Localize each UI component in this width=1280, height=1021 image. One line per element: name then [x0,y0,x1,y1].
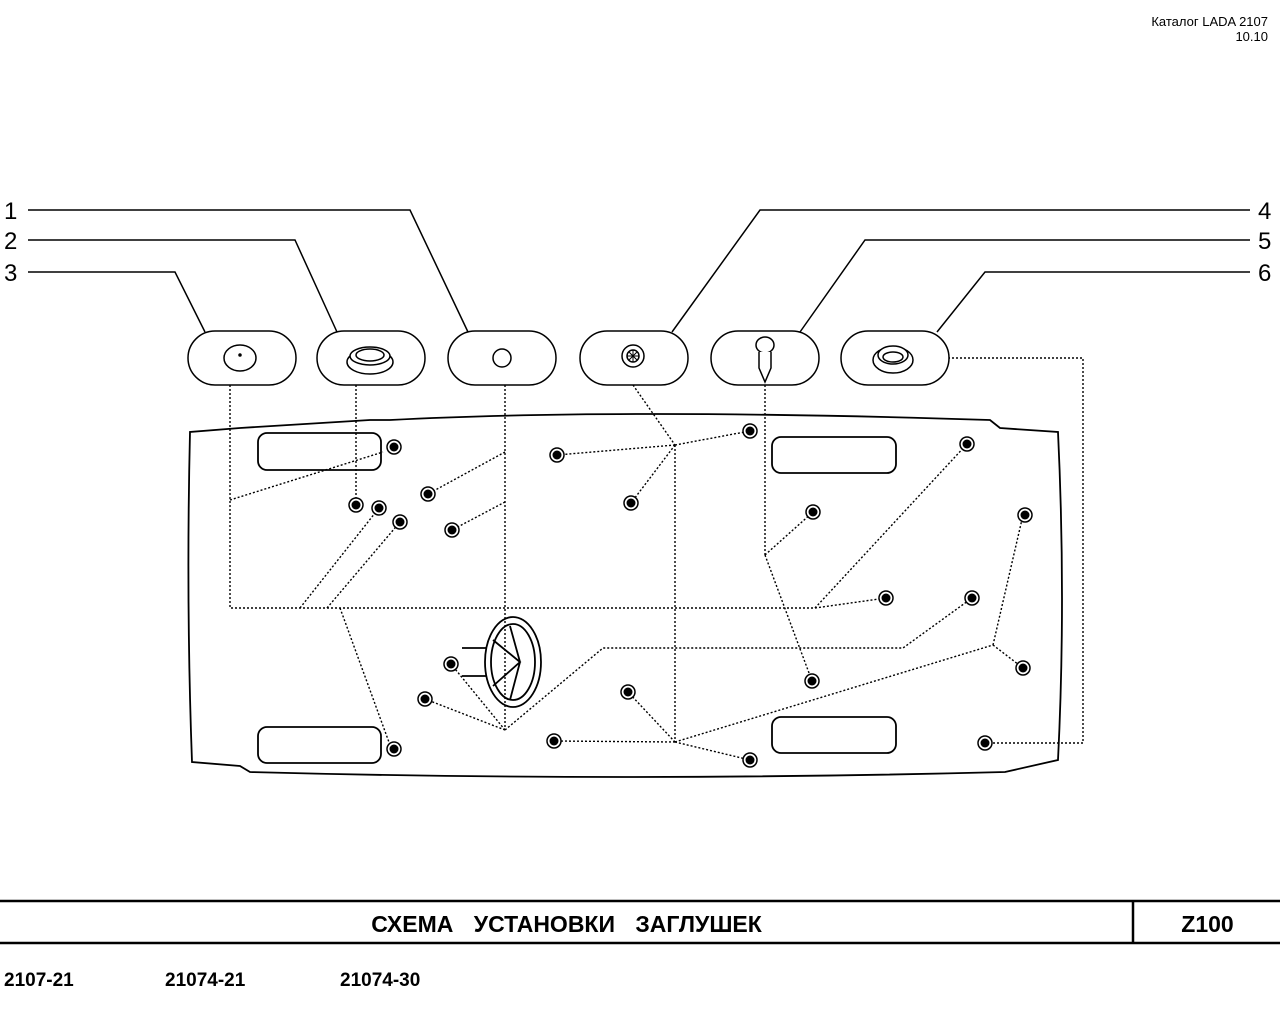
plug-leader-lines [229,357,1084,761]
car-body-outline [187,413,1063,778]
part-1-small-plug-icon [447,330,557,386]
leader-3 [28,271,206,333]
plug-hole-marker-core [626,498,636,508]
part-6-cup-grommet-icon [840,330,950,386]
leader-2 [28,239,338,333]
title-block-frame [0,899,1280,945]
plug-hole-marker-core [351,500,361,510]
plug-hole-marker-core [374,503,384,513]
wheel-arch-rear-left [771,436,897,474]
plug-hole-marker-core [807,676,817,686]
leader-1 [28,209,469,333]
callout-6: 6 [1258,260,1271,287]
part-bubbles [187,330,950,386]
leader-4 [671,209,1250,333]
leader-5 [799,239,1250,333]
diagram-code: Z100 [1181,911,1234,937]
callout-2: 2 [4,228,17,255]
plug-hole-marker-core [447,525,457,535]
callout-5: 5 [1258,228,1271,255]
plug-hole-marker-core [549,736,559,746]
plug-hole-marker-core [1018,663,1028,673]
callout-4: 4 [1258,198,1271,225]
callout-3: 3 [4,260,17,287]
model-2: 21074-21 [165,970,246,991]
callout-1: 1 [4,198,17,225]
plug-hole-marker-core [962,439,972,449]
plug-hole-marker-core [967,593,977,603]
plug-hole-marker-core [420,694,430,704]
catalog-title: Каталог LADA 2107 [1151,14,1268,29]
plug-hole-marker-core [745,426,755,436]
wheel-arch-rear-right [771,716,897,754]
catalog-page: 10.10 [1235,29,1268,44]
callout-leaders [28,209,1250,333]
leader-6 [936,271,1250,333]
plug-hole-marker-core [389,744,399,754]
part-4-star-plug-icon [579,330,689,386]
catalog-header: Каталог LADA 2107 10.10 [1151,14,1268,44]
plug-hole-marker-core [389,442,399,452]
plug-hole-marker-core [881,593,891,603]
plug-hole-marker-core [552,450,562,460]
plug-hole-marker-core [446,659,456,669]
plug-hole-marker-core [808,507,818,517]
part-3-flat-plug-icon [187,330,297,386]
wheel-arch-front-left [257,432,382,471]
diagram-title: СХЕМА УСТАНОВКИ ЗАГЛУШЕК [371,911,762,937]
part-2-ring-grommet-icon [316,330,426,386]
model-1: 2107-21 [4,970,74,991]
part-5-push-pin-clip-icon [710,330,820,386]
steering-wheel-icon [462,616,542,708]
model-3: 21074-30 [340,970,421,991]
plug-hole-marker-core [1020,510,1030,520]
plug-locations [348,423,1033,768]
plug-hole-marker-core [623,687,633,697]
plug-hole-marker-core [980,738,990,748]
wheel-arch-front-right [257,726,382,764]
plug-hole-marker-core [395,517,405,527]
plug-hole-marker-core [745,755,755,765]
plug-hole-marker-core [423,489,433,499]
